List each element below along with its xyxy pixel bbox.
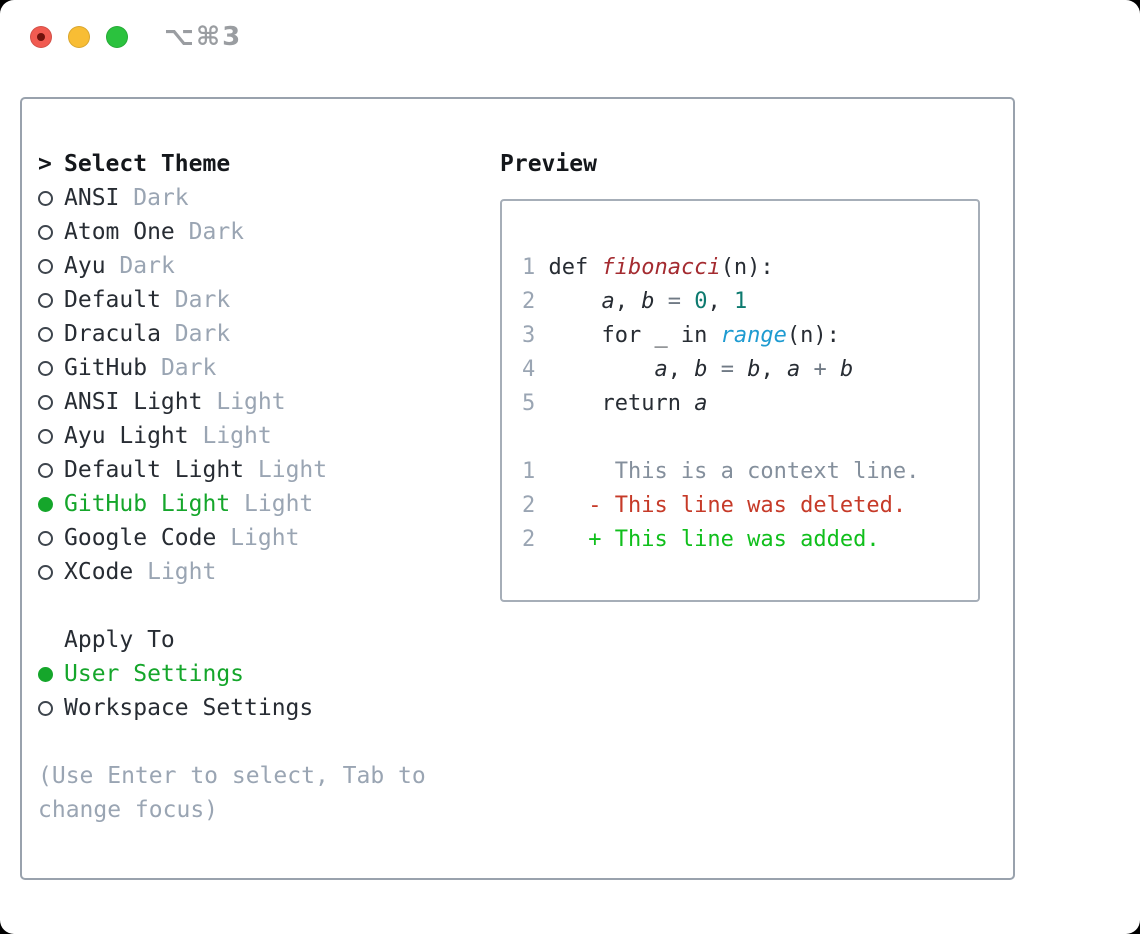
theme-variant-tag: Dark xyxy=(133,185,189,211)
radio-icon xyxy=(38,258,64,274)
theme-option-github-light[interactable]: GitHub Light Light xyxy=(38,487,500,521)
line-number: 4 xyxy=(522,357,536,382)
maximize-button[interactable] xyxy=(106,26,128,48)
line-number: 2 xyxy=(522,527,536,552)
radio-icon xyxy=(38,394,64,410)
theme-variant-tag: Dark xyxy=(174,321,231,347)
code-line: 5 return a xyxy=(522,387,978,421)
select-theme-header: > Select Theme xyxy=(38,147,500,181)
builtin-token: range xyxy=(720,323,787,348)
theme-name: ANSI Light xyxy=(64,389,203,415)
theme-variant-tag: Dark xyxy=(174,287,231,313)
theme-option-default-dark[interactable]: Default Dark xyxy=(38,283,500,317)
function-name-token: fibonacci xyxy=(601,255,721,280)
theme-name: Google Code xyxy=(64,525,217,551)
apply-option-label: Workspace Settings xyxy=(64,695,314,721)
code-line: 4 a, b = b, a + b xyxy=(522,353,978,387)
radio-icon xyxy=(38,224,64,240)
radio-icon xyxy=(38,360,64,376)
apply-to-title: Apply To xyxy=(64,627,175,653)
window-title-shortcut: ⌥⌘3 xyxy=(164,22,243,52)
code-line: 2 a, b = 0, 1 xyxy=(522,285,978,319)
theme-name: Ayu Light xyxy=(64,423,189,449)
titlebar: ⌥⌘3 xyxy=(0,0,1140,74)
theme-variant-tag: Dark xyxy=(188,219,245,245)
theme-option-ayu-dark[interactable]: Ayu Dark xyxy=(38,249,500,283)
line-number: 3 xyxy=(522,323,536,348)
theme-variant-tag: Dark xyxy=(119,253,175,279)
line-number: 1 xyxy=(522,459,536,484)
diff-context-line: 1 This is a context line. xyxy=(522,455,978,489)
theme-name: Ayu xyxy=(64,253,106,279)
theme-name: XCode xyxy=(64,559,134,585)
apply-option-user-settings[interactable]: User Settings xyxy=(38,657,500,691)
radio-icon xyxy=(38,190,64,206)
apply-to-header: Apply To xyxy=(38,623,500,657)
apply-option-workspace-settings[interactable]: Workspace Settings xyxy=(38,691,500,725)
line-number: 2 xyxy=(522,289,536,314)
line-number: 5 xyxy=(522,391,536,416)
theme-option-default-light[interactable]: Default Light Light xyxy=(38,453,500,487)
radio-icon xyxy=(38,700,64,716)
number-token: 0 xyxy=(694,289,708,314)
diff-added-line: 2 + This line was added. xyxy=(522,523,978,557)
theme-option-dracula-dark[interactable]: Dracula Dark xyxy=(38,317,500,351)
theme-variant-tag: Light xyxy=(216,389,286,415)
radio-selected-icon xyxy=(38,496,64,512)
keyboard-hint: (Use Enter to select, Tab to change focu… xyxy=(38,763,426,823)
theme-variant-tag: Light xyxy=(147,559,217,585)
theme-name: Dracula xyxy=(64,321,161,347)
radio-selected-icon xyxy=(38,666,64,682)
theme-option-ansi-dark[interactable]: ANSI Dark xyxy=(38,181,500,215)
theme-option-ayu-light[interactable]: Ayu Light Light xyxy=(38,419,500,453)
theme-name: Atom One xyxy=(64,219,175,245)
theme-name: Default xyxy=(64,287,161,313)
radio-icon xyxy=(38,530,64,546)
radio-icon xyxy=(38,292,64,308)
tui-panel: > Select Theme ANSI Dark Atom One Dark A… xyxy=(20,97,1015,880)
unsaved-indicator-dot xyxy=(37,33,45,41)
line-number: 2 xyxy=(522,493,536,518)
theme-variant-tag: Light xyxy=(202,423,272,449)
radio-icon xyxy=(38,428,64,444)
number-token: 1 xyxy=(733,289,748,314)
close-button[interactable] xyxy=(30,26,52,48)
theme-picker-column: > Select Theme ANSI Dark Atom One Dark A… xyxy=(38,147,500,878)
preview-title: Preview xyxy=(500,151,597,177)
radio-icon xyxy=(38,564,64,580)
diff-deleted-line: 2 - This line was deleted. xyxy=(522,489,978,523)
theme-variant-tag: Light xyxy=(257,457,328,483)
blank-line xyxy=(522,421,978,455)
radio-icon xyxy=(38,462,64,478)
code-line: 3 for _ in range(n): xyxy=(522,319,978,353)
radio-icon xyxy=(38,326,64,342)
theme-option-google-code[interactable]: Google Code Light xyxy=(38,521,500,555)
apply-option-label: User Settings xyxy=(64,661,245,687)
theme-variant-tag: Dark xyxy=(160,355,217,381)
theme-option-atom-one-dark[interactable]: Atom One Dark xyxy=(38,215,500,249)
line-number: 1 xyxy=(522,255,536,280)
theme-name: GitHub Light xyxy=(64,491,231,517)
theme-option-github-dark[interactable]: GitHub Dark xyxy=(38,351,500,385)
theme-option-ansi-light[interactable]: ANSI Light Light xyxy=(38,385,500,419)
prompt-caret-icon: > xyxy=(38,151,52,177)
theme-name: ANSI xyxy=(64,185,120,211)
picker-title: Select Theme xyxy=(64,151,231,177)
theme-variant-tag: Light xyxy=(230,525,300,551)
theme-name: GitHub xyxy=(64,355,148,381)
theme-name: Default Light xyxy=(64,457,245,483)
theme-variant-tag: Light xyxy=(244,491,314,517)
minimize-button[interactable] xyxy=(68,26,90,48)
theme-option-xcode[interactable]: XCode Light xyxy=(38,555,500,589)
